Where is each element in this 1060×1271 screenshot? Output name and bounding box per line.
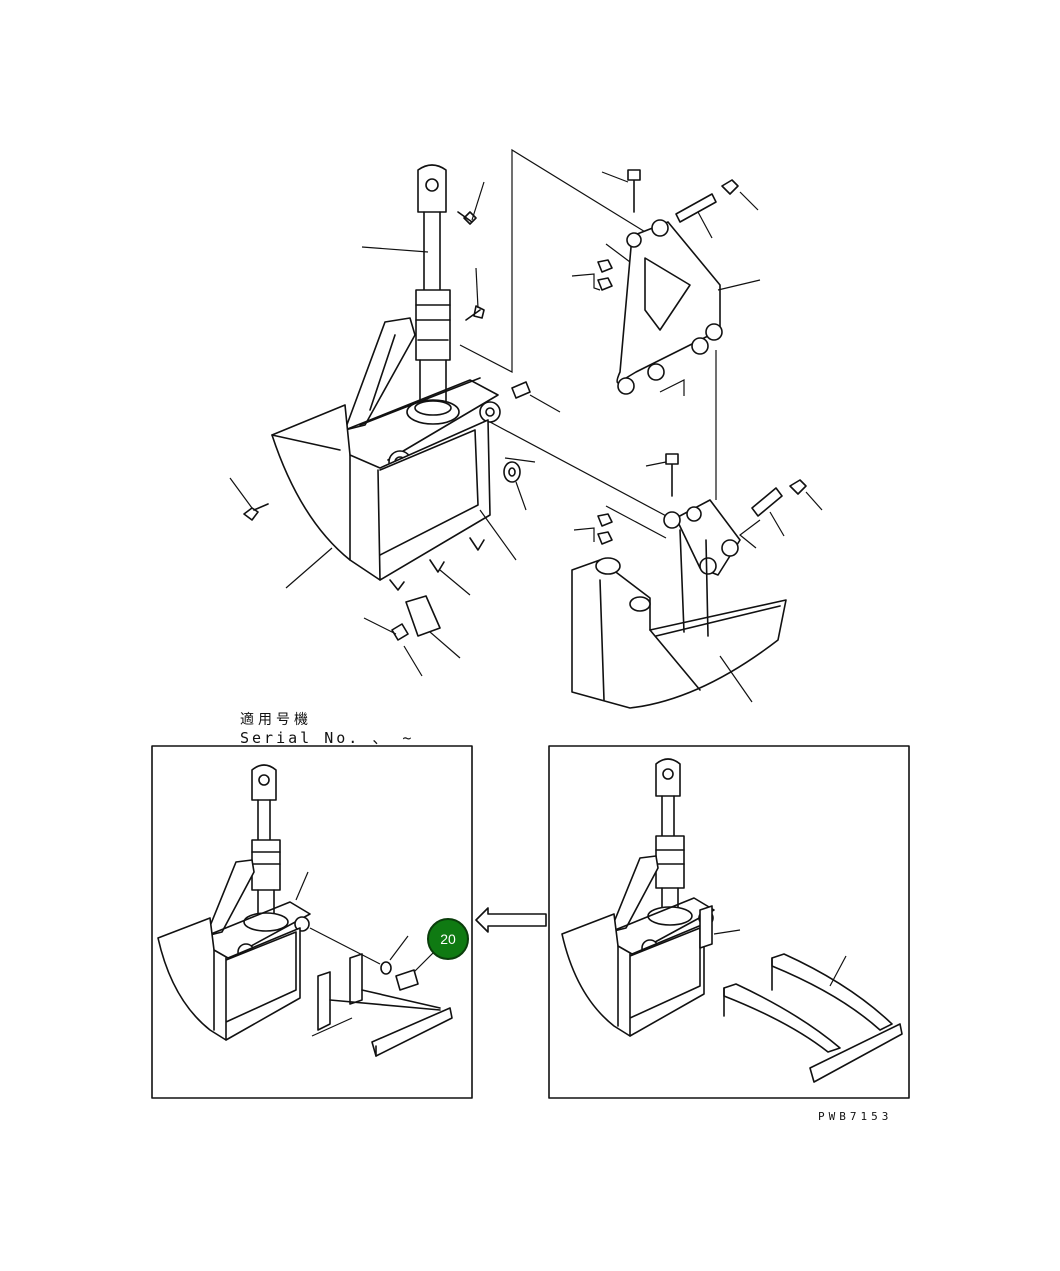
- serial-label-en: Serial No. 、 ~: [240, 729, 415, 747]
- inset-left-panel: [151, 745, 473, 1099]
- drawing-code: PWB7153: [818, 1110, 893, 1123]
- transition-arrow: [475, 907, 547, 933]
- reference-number: 20: [440, 931, 456, 947]
- main-bucket-assembly: [229, 148, 671, 677]
- serial-label-jp: 適用号機: [240, 712, 312, 728]
- inset-right-frame: [548, 745, 910, 1099]
- secondary-bucket-detail: [571, 453, 823, 709]
- inset-left-frame: [151, 745, 473, 1099]
- reference-number-badge[interactable]: 20: [427, 918, 469, 960]
- link-arm-detail: [571, 169, 761, 500]
- inset-right-panel: [548, 745, 910, 1099]
